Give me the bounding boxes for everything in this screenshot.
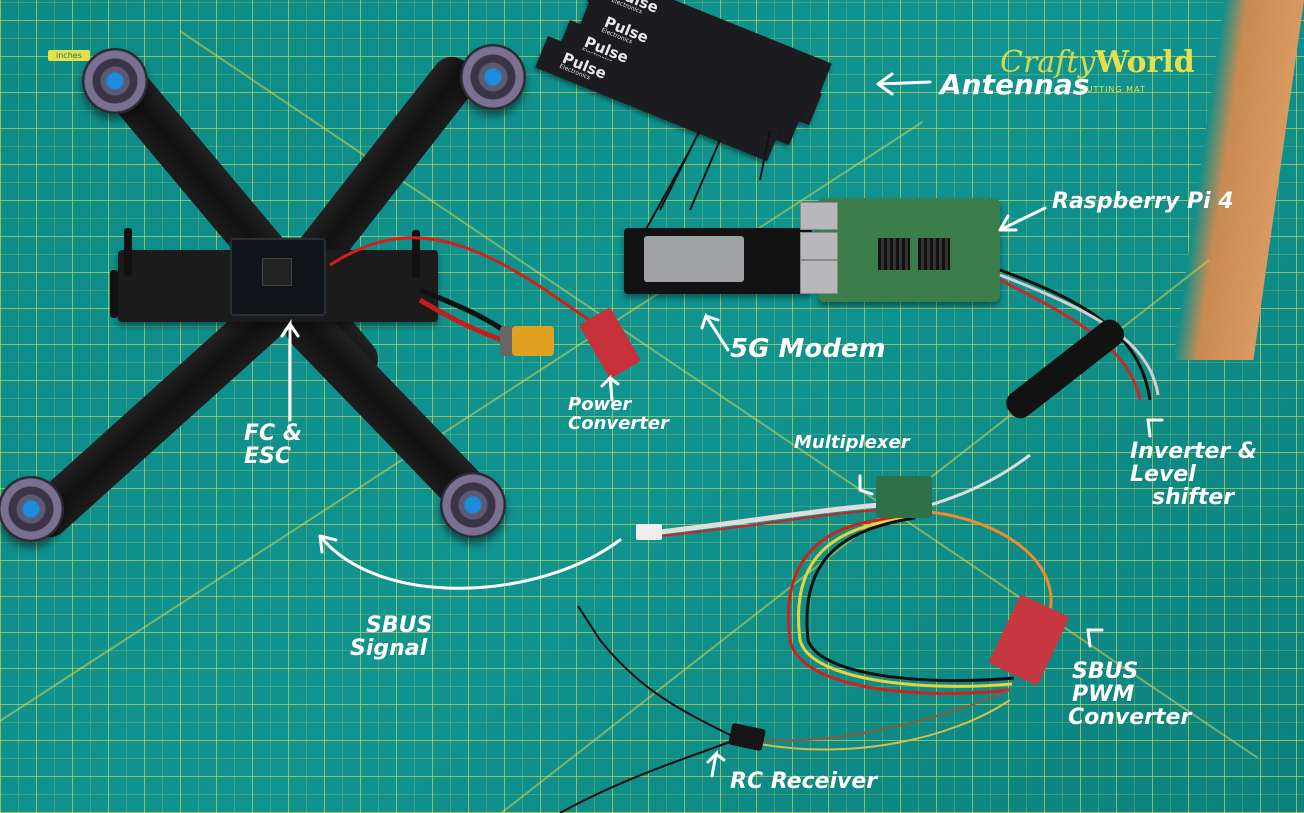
motor-front-left: [82, 48, 148, 114]
flight-controller-board: [230, 238, 326, 316]
mat-brand-logo: CraftyWorld: [1000, 45, 1195, 80]
capacitor: [340, 252, 410, 282]
xt60-connector: [512, 326, 554, 356]
label-rc-receiver: RC Receiver: [730, 769, 878, 794]
label-antennas: Antennas: [940, 68, 1090, 101]
label-power-converter: Power Converter: [568, 394, 669, 434]
5g-modem-board: [624, 228, 812, 294]
mat-ruler-label: inches: [48, 50, 90, 61]
frame-standoff: [124, 228, 132, 276]
sbus-plug: [636, 524, 662, 540]
multiplexer-board: [876, 476, 932, 518]
frame-standoff: [412, 230, 420, 278]
label-sbus-pwm-converter: SBUS PWM Converter: [1068, 659, 1192, 731]
raspberry-pi-board: [800, 198, 1000, 302]
mat-brand-subtitle: CUTTING MAT: [1080, 85, 1146, 94]
motor-front-right: [460, 44, 526, 110]
label-5g-modem: 5G Modem: [730, 334, 886, 364]
motor-rear-right: [440, 472, 506, 538]
motor-rear-left: [0, 476, 64, 542]
label-fc-esc: FC & ESC: [244, 421, 303, 470]
label-multiplexer: Multiplexer: [794, 432, 910, 453]
label-inverter-level-shifter: Inverter & Level shifter: [1130, 439, 1258, 511]
label-sbus-signal: SBUS Signal: [350, 613, 433, 662]
label-raspberry-pi: Raspberry Pi 4: [1052, 189, 1234, 214]
frame-standoff: [110, 270, 118, 318]
